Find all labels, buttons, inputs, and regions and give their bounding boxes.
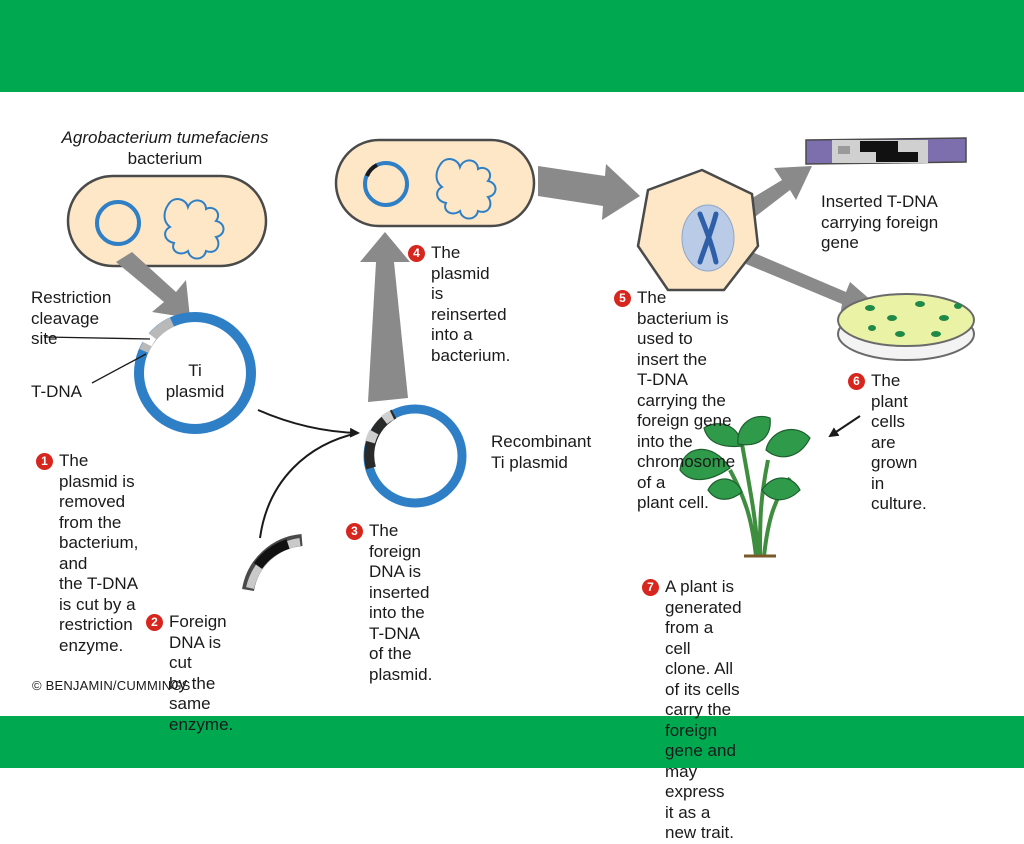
step-text: Foreign DNA is cut by the same enzyme. <box>169 612 234 734</box>
recombinant-label: Recombinant Ti plasmid <box>491 432 592 472</box>
step-number-badge: 4 <box>408 245 425 262</box>
step-number-badge: 5 <box>614 290 631 307</box>
arrow-plasmid-to-bacterium <box>360 232 410 402</box>
ti-plasmid-label: Ti plasmid <box>165 361 225 401</box>
step-number-badge: 3 <box>346 523 363 540</box>
plant-cell <box>636 168 760 292</box>
tdna-segment <box>139 317 175 354</box>
small-plasmid-1 <box>95 200 141 246</box>
petri-dish <box>837 293 975 361</box>
arrow-foreign-to-recombinant <box>259 432 359 539</box>
tdna-label: T-DNA <box>31 382 82 401</box>
inserted-dna-strand <box>805 137 967 165</box>
arrow-plasmid-to-recombinant <box>257 409 360 438</box>
step-text: The bacterium is used to insert the T-DN… <box>637 288 736 512</box>
bottom-green-band <box>0 716 1024 768</box>
step-number-badge: 2 <box>146 614 163 631</box>
step-number-badge: 6 <box>848 373 865 390</box>
bacterium-label: bacterium <box>127 149 203 168</box>
bacterium-1 <box>66 174 268 268</box>
transgenic-plant <box>679 415 811 558</box>
foreign-dna-fragment <box>242 534 303 592</box>
step-number-badge: 1 <box>36 453 53 470</box>
bacterial-chromosome-2 <box>435 158 497 220</box>
arrow-bacterium-to-cell <box>538 164 640 220</box>
bacterium-2 <box>334 138 536 228</box>
chromosome-x <box>697 211 719 265</box>
step-number-badge: 7 <box>642 579 659 596</box>
bacterial-chromosome-1 <box>163 198 225 260</box>
copyright-notice: © BENJAMIN/CUMMINGS <box>32 678 191 693</box>
ti-plasmid <box>43 312 256 434</box>
step-text: The plant cells are grown in culture. <box>871 371 927 513</box>
step-text: The plasmid is reinserted into a bacteri… <box>431 243 511 365</box>
top-green-band <box>0 0 1024 92</box>
arrow-cell-to-culture <box>746 252 880 316</box>
restriction-site-label: Restriction cleavage site <box>31 288 112 348</box>
step-text: The foreign DNA is inserted into the T-D… <box>369 521 433 684</box>
recombinant-plasmid <box>363 404 467 508</box>
step-text: The plasmid is removed from the bacteriu… <box>59 451 139 655</box>
small-plasmid-2 <box>363 161 409 207</box>
species-label: Agrobacterium tumefaciens <box>61 128 269 147</box>
arrow-to-plant <box>828 415 861 438</box>
genetic-engineering-diagram <box>43 137 975 592</box>
inserted-tdna-label: Inserted T-DNA carrying foreign gene <box>821 192 939 252</box>
step-text: A plant is generated from a cell clone. … <box>665 577 742 842</box>
arrow-bacterium-to-plasmid <box>116 252 190 318</box>
